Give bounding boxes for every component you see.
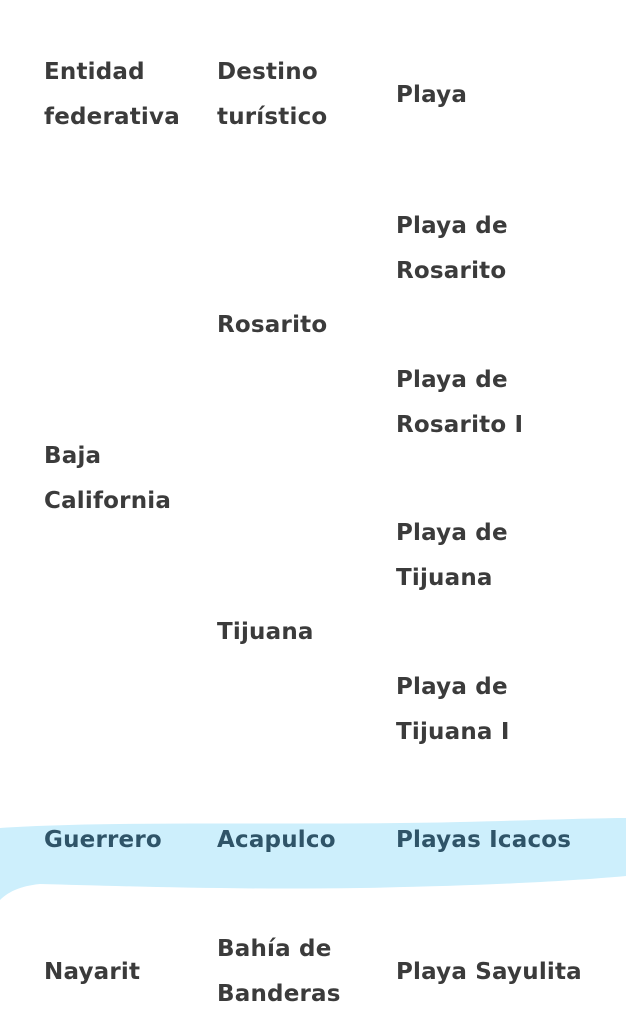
beach-rosarito-line1: Playa de	[396, 213, 508, 239]
beach-icacos: Playas Icacos	[396, 827, 572, 853]
header-beach: Playa	[396, 82, 468, 108]
beach-rosarito-i-line2: Rosarito I	[396, 412, 524, 438]
destination-rosarito: Rosarito	[217, 312, 328, 338]
header-state-line2: federativa	[44, 104, 180, 130]
state-nayarit: Nayarit	[44, 959, 141, 985]
header-destination-line1: Destino	[217, 59, 318, 85]
beach-sayulita: Playa Sayulita	[396, 959, 582, 985]
beach-tijuana-i-line1: Playa de	[396, 674, 508, 700]
state-baja-line2: California	[44, 488, 172, 514]
header-destination-line2: turístico	[217, 104, 328, 130]
state-guerrero: Guerrero	[44, 827, 162, 853]
header-state-line1: Entidad	[44, 59, 145, 85]
destination-bahia-line1: Bahía de	[217, 936, 332, 962]
beach-tijuana-line2: Tijuana	[396, 565, 493, 591]
destination-acapulco: Acapulco	[217, 827, 336, 853]
state-baja-line1: Baja	[44, 443, 102, 469]
destination-tijuana: Tijuana	[217, 619, 314, 645]
beach-tijuana-line1: Playa de	[396, 520, 508, 546]
beach-rosarito-i-line1: Playa de	[396, 367, 508, 393]
beach-rosarito-line2: Rosarito	[396, 258, 507, 284]
beach-tijuana-i-line2: Tijuana I	[396, 719, 510, 745]
destination-bahia-line2: Banderas	[217, 981, 341, 1007]
